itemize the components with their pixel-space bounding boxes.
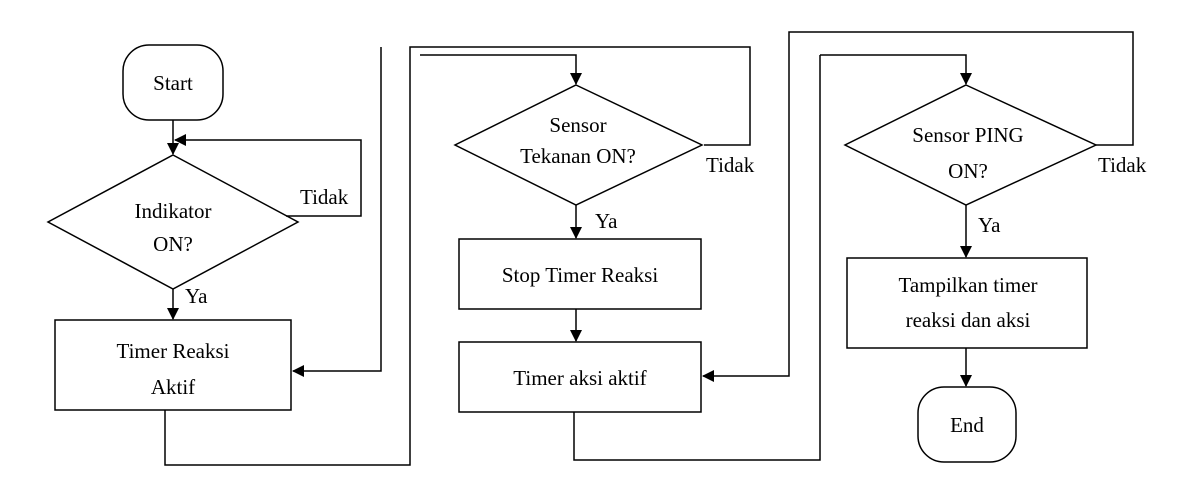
- stop-timer-label: Stop Timer Reaksi: [502, 263, 659, 287]
- arrow-into-sensor-tekanan: [420, 54, 582, 85]
- edge-label-ya-tekanan: Ya: [595, 209, 618, 233]
- edge-label-ya-ping: Ya: [978, 213, 1001, 237]
- sensor-ping-label-line2: ON?: [948, 159, 988, 183]
- start-label: Start: [153, 71, 193, 95]
- timer-aksi-label: Timer aksi aktif: [513, 366, 646, 390]
- tampilkan-label-line1: Tampilkan timer: [898, 273, 1037, 297]
- edge-label-ya-indikator: Ya: [185, 284, 208, 308]
- timer-aksi-process: [458, 341, 702, 413]
- stop-timer-process: [458, 238, 702, 310]
- sensor-ping-label-line1: Sensor PING: [912, 123, 1023, 147]
- tampilkan-process: [846, 257, 1088, 349]
- arrow-into-timer-aksi: [702, 31, 1134, 382]
- connector-timer-reaksi-to-tekanan-loop: [164, 46, 751, 466]
- edge-label-tidak-tekanan: Tidak: [706, 153, 755, 177]
- loop-indikator-tidak: [174, 134, 362, 217]
- connector-timer-aksi-to-ping: [573, 55, 821, 461]
- arrow-into-sensor-ping: [820, 54, 972, 85]
- sensor-tekanan-label-line1: Sensor: [549, 113, 606, 137]
- timer-reaksi-label-line1: Timer Reaksi: [117, 339, 230, 363]
- timer-reaksi-label-line2: Aktif: [151, 375, 195, 399]
- timer-reaksi-process: [54, 319, 292, 411]
- edge-label-tidak-indikator: Tidak: [300, 185, 349, 209]
- end-terminal: [917, 386, 1017, 463]
- edge-label-tidak-ping: Tidak: [1098, 153, 1147, 177]
- tampilkan-label-line2: reaksi dan aksi: [906, 308, 1031, 332]
- end-label: End: [950, 413, 984, 437]
- indikator-label-line1: Indikator: [135, 199, 212, 223]
- sensor-tekanan-label-line2: Tekanan ON?: [520, 144, 636, 168]
- arrow-into-timer-reaksi: [292, 47, 382, 377]
- indikator-label-line2: ON?: [153, 232, 193, 256]
